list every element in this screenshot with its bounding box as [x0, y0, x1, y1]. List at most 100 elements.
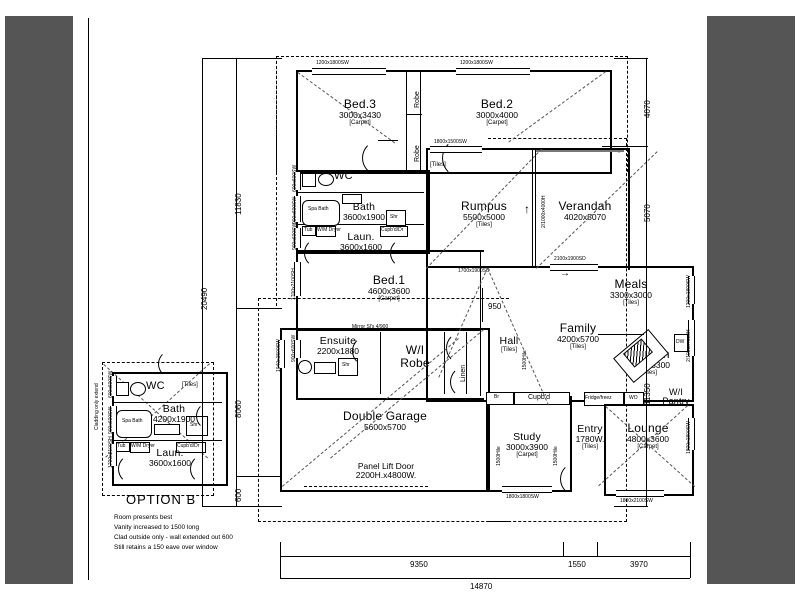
room-verandah-dim: 4020x5070	[563, 211, 607, 222]
window-laun-left	[294, 228, 301, 248]
broom-cupboard	[486, 392, 514, 405]
window-bed3-top	[312, 68, 386, 75]
optionb-note-2: Vanity increased to 1500 long	[114, 524, 200, 531]
ensuite-shower-label: Shr	[342, 362, 350, 368]
entry-west-window-label: 1500Hile	[496, 446, 502, 466]
rumpus-door-arrow: ↑	[524, 202, 530, 216]
fridge-label: Fridge/freez	[585, 395, 612, 401]
room-bed3-finish: [Carpet]	[349, 119, 371, 126]
room-garage-dim: 5600x5700	[363, 421, 407, 432]
broom-cupboard-label: Br	[494, 394, 499, 400]
panel-lift-door-note: Panel Lift Door 2200H.x4800W.	[306, 462, 466, 480]
door-arc-bed1	[446, 332, 478, 364]
optionb-vanity	[154, 424, 180, 435]
room-verandah-name: Verandah	[558, 199, 612, 213]
window-garage-left-label: 1040x1500SW	[276, 339, 282, 372]
window-laun-left-label: 900x600SW	[292, 222, 298, 250]
optionb-door-arc-right	[190, 454, 220, 484]
room-bath: Bath 3600x1900	[326, 201, 402, 222]
optionb-room-bath: Bath 4200x1900	[138, 403, 210, 425]
optionb-cupboard	[176, 442, 206, 453]
dim-left-8060: 8060	[234, 400, 243, 418]
ensuite-vanity-fixture	[314, 362, 336, 374]
dim-left-tick-0	[202, 58, 282, 59]
laundry-tub-fixture	[302, 226, 316, 236]
door-arc-entry	[560, 462, 594, 496]
optionb-door-arc-bath	[196, 402, 224, 430]
room-lounge: Lounge 4800x3600 [Carpet]	[608, 422, 688, 450]
dishwasher-label: DW	[676, 339, 685, 345]
verandah-beam-line	[536, 150, 624, 152]
optionb-window-laun-label: 1700x2100SH	[108, 436, 114, 468]
eave-outline-west-upper	[276, 56, 297, 306]
room-study: Study 3000x3900 [Carpet]	[488, 431, 566, 458]
optionb-window-wc	[110, 376, 117, 396]
optionb-wc-pan	[130, 382, 146, 396]
optionb-cladding-note: Cladding only extend	[94, 383, 100, 430]
window-meals-right	[688, 276, 695, 304]
window-study-bottom	[502, 486, 552, 493]
dim-right-tick-2	[602, 266, 648, 267]
dim-bottom-3970: 3970	[630, 560, 648, 569]
window-lounge-right-label: 1800x1800SW	[686, 421, 692, 454]
room-family: Family 4200x5700 [Tiles]	[530, 322, 626, 350]
dim-bottom-tick-2	[597, 542, 598, 556]
window-wc-left	[294, 172, 301, 190]
optionb-laundry-dim: 3600x1600	[148, 458, 192, 469]
window-bed1-left	[294, 262, 301, 296]
wall-oven-label: WO	[629, 395, 638, 401]
optionb-shower-label: Shr	[190, 422, 198, 428]
optionb-bath-name: Bath	[162, 403, 186, 415]
room-wc-name: WC	[334, 170, 353, 182]
window-wc-left-label: 600x600SW	[292, 164, 298, 192]
door-leaf-bed3	[378, 140, 398, 141]
dim-bottom-14870: 14870	[470, 582, 493, 591]
room-study-name: Study	[513, 431, 541, 443]
optionb-laundry-name: Laun.	[156, 447, 184, 459]
door-arc-hall-south	[450, 366, 482, 398]
ensuite-pan-fixture	[298, 360, 312, 374]
room-bed1-dim: 4600x3600	[367, 285, 411, 296]
dim-bottom-line	[280, 556, 690, 557]
entry-east-window-label: 1500Hile	[553, 446, 559, 466]
dim-left-inner-line	[236, 58, 237, 506]
dim-right-11350: 11350	[643, 383, 652, 405]
rumpus-family-opening-label: 1700x1900SD	[458, 268, 490, 274]
optionb-bath-dim: 4200x1900	[152, 414, 196, 425]
optionb-spa-bath-label: Spa Bath	[122, 418, 143, 424]
dim-left-20490: 20490	[200, 287, 209, 310]
robe-wall-lower	[406, 116, 407, 170]
hall-cupboard-label: Cupb'd	[528, 394, 550, 401]
window-bath-left	[294, 196, 301, 222]
master-suite-outer-wall	[296, 250, 484, 400]
room-kitchen-finish: [Tiles]	[641, 369, 657, 376]
window-meals-right-label: 1200x1800SW	[686, 275, 692, 308]
optionb-washer-dryer-label: W/M Dryer	[131, 443, 155, 449]
bath-vanity-fixture	[342, 194, 362, 204]
window-garage-left	[278, 340, 285, 368]
dim-right-5070: 5070	[643, 204, 652, 222]
kitchen-east-fixture	[674, 334, 688, 352]
room-lounge-name: Lounge	[627, 421, 669, 435]
room-lounge-finish: [Carpet]	[637, 443, 659, 450]
window-bed1-left-label: 1700x2100SH	[291, 268, 297, 300]
laundry-cupboard-fixture	[380, 226, 408, 237]
door-arc-ensuite	[352, 336, 382, 366]
room-family-finish: [Tiles]	[570, 343, 586, 350]
right-mask-bar	[707, 16, 795, 584]
dim-right-line	[646, 58, 647, 506]
room-wi-pantry-name: W/I	[668, 387, 684, 397]
room-meals-name: Meals	[614, 277, 648, 291]
room-hall: Hall [Tiles]	[486, 335, 532, 353]
eave-outline-southwest	[258, 298, 509, 522]
window-lounge-bottom	[616, 490, 664, 497]
mirror-robe-label: Mirror Sl's 4/900	[352, 324, 389, 330]
window-bed2-top	[456, 68, 530, 75]
laundry-tub-label: Tub	[304, 227, 313, 233]
bed1-wir-wall	[298, 330, 480, 331]
ensuite-wir-wall	[380, 332, 381, 394]
panel-lift-door-opening	[304, 486, 428, 488]
washer-dryer-label: W/M Dryer	[317, 227, 341, 233]
room-lounge-dim: 4800x3600	[626, 433, 670, 444]
bed3-bed2-party-wall	[420, 72, 421, 170]
